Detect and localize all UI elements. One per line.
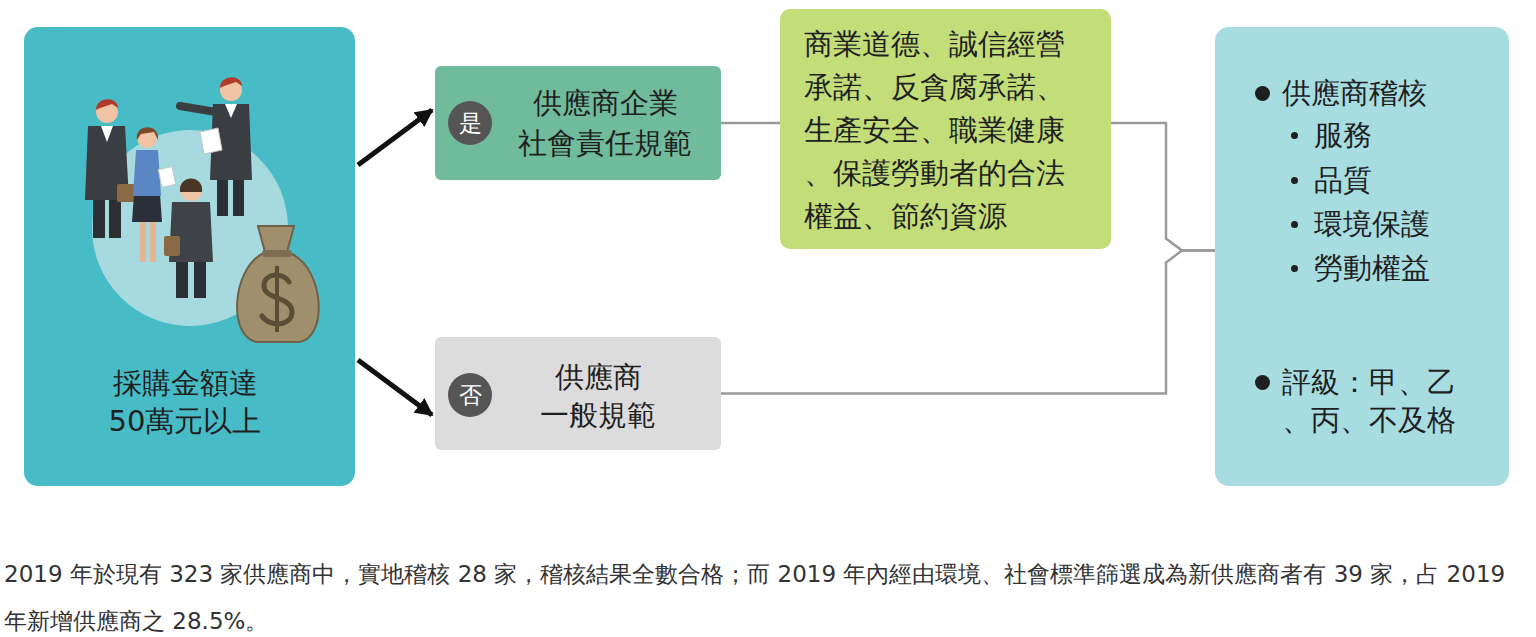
no-badge: 否	[448, 373, 492, 417]
hair	[137, 127, 158, 140]
head	[137, 128, 157, 148]
node-label: 商業道德、誠信經營 承諾、反貪腐承諾、 生產安全、職業健康 、保護勞動者的合法 …	[804, 23, 1065, 238]
dollar-mark	[262, 275, 292, 324]
bag-body	[237, 254, 319, 342]
shirt	[225, 104, 237, 118]
person-figure	[132, 127, 176, 262]
bullet-dot	[1255, 86, 1270, 101]
node-label: 供應商 一般規範	[540, 358, 656, 434]
suit	[210, 104, 252, 180]
leg	[217, 176, 228, 216]
hair	[220, 77, 242, 88]
connector	[358, 110, 432, 165]
spotlight	[92, 130, 288, 326]
person-figure	[164, 179, 213, 299]
node-label: 供應商稽核	[1282, 73, 1427, 113]
bullet-dot	[1291, 177, 1298, 184]
top	[133, 150, 161, 196]
head	[180, 179, 202, 201]
node-label: 評級：甲、乙 、丙、不及格	[1282, 363, 1456, 439]
shirt	[101, 126, 113, 142]
audit-panel: 供應商稽核服務品質環境保護勞動權益評級：甲、乙 、丙、不及格	[1215, 27, 1509, 486]
node-label: 勞動權益	[1314, 248, 1430, 288]
leg	[140, 220, 146, 262]
bullet-dot	[1291, 221, 1298, 228]
yes-badge: 是	[448, 101, 492, 145]
process-box: 否 供應商 一般規範	[435, 337, 721, 450]
leg	[176, 258, 188, 298]
condition-box: 採購金額達 50萬元以上	[24, 27, 355, 486]
bag-neck	[258, 226, 294, 256]
node-label: 品質	[1314, 160, 1372, 200]
head	[220, 79, 242, 101]
badge-label: 是	[448, 101, 492, 145]
suit	[169, 202, 213, 262]
badge-label: 否	[448, 373, 492, 417]
person-figure	[85, 99, 139, 238]
skirt	[132, 194, 162, 222]
node-label: 環境保護	[1314, 204, 1430, 244]
bullet-dot	[1255, 375, 1270, 390]
process-box: 是供應商企業 社會責任規範	[435, 66, 721, 180]
leg	[233, 176, 244, 216]
person-figure	[180, 77, 252, 216]
hair	[180, 179, 202, 193]
leg	[109, 196, 121, 238]
bag-tie	[262, 250, 292, 257]
hair	[96, 99, 118, 110]
briefcase	[117, 184, 139, 202]
leg	[93, 196, 105, 238]
node-label: 供應商企業 社會責任規範	[518, 83, 692, 163]
dollar-mark	[275, 266, 279, 332]
leg	[194, 258, 206, 298]
bullet-dot	[1291, 132, 1298, 139]
paper	[158, 167, 175, 188]
connector	[358, 360, 432, 415]
connector	[721, 251, 1215, 394]
leg	[150, 220, 156, 262]
paper	[200, 128, 222, 154]
caption: 2019 年於現有 323 家供應商中，實地稽核 28 家，稽核結果全數合格；而…	[4, 551, 1524, 637]
money-bag	[237, 226, 319, 342]
arm	[180, 106, 216, 112]
connector	[721, 122, 780, 125]
node-label: 採購金額達 50萬元以上	[109, 364, 262, 440]
criteria-box: 商業道德、誠信經營 承諾、反貪腐承諾、 生產安全、職業健康 、保護勞動者的合法 …	[780, 9, 1111, 249]
bullet-dot	[1291, 265, 1298, 272]
briefcase	[164, 236, 180, 256]
node-label: 服務	[1314, 115, 1372, 155]
head	[96, 101, 118, 123]
suit	[85, 126, 129, 200]
connector	[1111, 123, 1215, 251]
